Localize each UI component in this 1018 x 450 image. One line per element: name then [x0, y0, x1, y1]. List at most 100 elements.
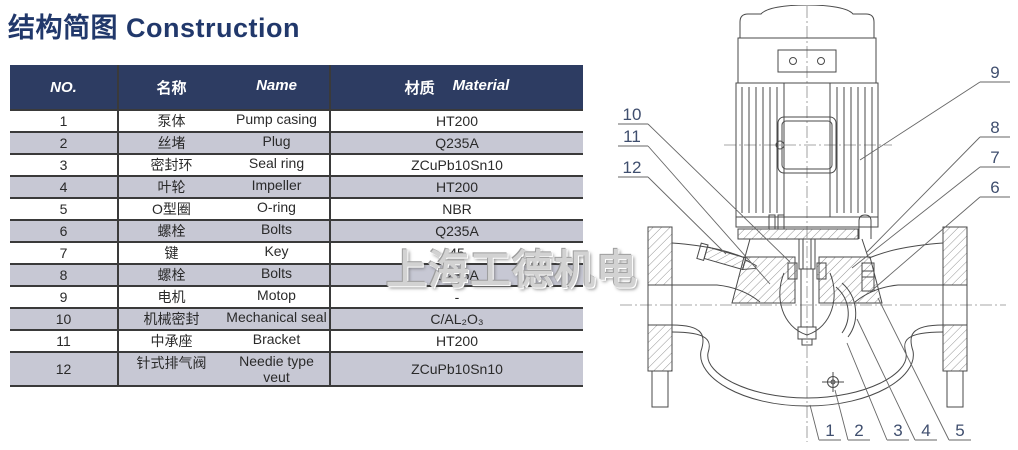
table-header-row: NO. 名称 Name 材质 Material — [10, 65, 583, 111]
callout-underlines — [618, 81, 1010, 441]
part-name-en: Key — [264, 243, 289, 259]
part-name-en: O-ring — [257, 199, 296, 215]
part-name: 叶轮 Impeller — [117, 175, 330, 199]
part-no: 11 — [10, 329, 118, 353]
part-name-cn: 螺栓 — [157, 223, 186, 239]
part-material: ZCuPb10Sn10 — [329, 153, 583, 177]
callout-7: 7 — [990, 148, 999, 167]
part-material: 45 — [329, 241, 583, 265]
table-row: 5 O型圈 O-ring NBR — [10, 197, 583, 221]
part-name: 电机 Motop — [117, 285, 330, 309]
motor-name-plate — [777, 49, 837, 73]
pump-diagram: 10 11 12 9 8 7 6 1 2 3 4 5 — [612, 4, 1014, 445]
part-name-cn: 泵体 — [157, 113, 186, 129]
part-name-en: Bolts — [260, 265, 293, 281]
bracket-right — [818, 256, 883, 304]
table-row: 8 螺栓 Bolts Q235A — [10, 263, 583, 287]
flange-foot-right — [946, 370, 964, 408]
part-material: C/AL₂O₃ — [329, 307, 583, 331]
part-name: 泵体 Pump casing — [117, 109, 330, 133]
part-no: 10 — [10, 307, 118, 331]
part-name-cn: O型圈 — [152, 201, 191, 217]
callout-8: 8 — [990, 118, 999, 137]
callout-numbers: 10 11 12 9 8 7 6 1 2 3 4 5 — [623, 63, 1000, 440]
part-no: 8 — [10, 263, 118, 287]
part-material: HT200 — [329, 109, 583, 133]
part-no: 9 — [10, 285, 118, 309]
part-material: Q235A — [329, 131, 583, 155]
part-name-en: Motop — [257, 287, 296, 303]
part-name-en: Bolts — [260, 221, 293, 237]
part-name: 机械密封 Mechanical seal — [117, 307, 330, 331]
mechanical-seal-left — [787, 262, 798, 280]
part-name: 螺栓 Bolts — [117, 219, 330, 243]
part-name-cn: 丝堵 — [157, 135, 186, 151]
header-name: 名称 Name — [117, 65, 330, 111]
part-name-cn: 机械密封 — [143, 311, 200, 327]
table-row: 10 机械密封 Mechanical seal C/AL₂O₃ — [10, 307, 583, 331]
junction-box — [777, 116, 837, 174]
part-name-en: Seal ring — [248, 155, 305, 171]
mounting-plate — [737, 228, 859, 240]
callout-1: 1 — [825, 421, 834, 440]
vent-pipe — [855, 214, 875, 239]
header-name-en: Name — [256, 76, 297, 94]
pump-casing — [647, 226, 968, 408]
part-no: 12 — [10, 351, 118, 387]
header-material: 材质 Material — [329, 65, 583, 111]
table-row: 9 电机 Motop - — [10, 285, 583, 309]
bracket-and-seal — [696, 214, 883, 304]
part-name-cn: 螺栓 — [157, 267, 186, 283]
callout-10: 10 — [623, 105, 642, 124]
pump-cross-section-drawing: 10 11 12 9 8 7 6 1 2 3 4 5 — [618, 4, 1010, 442]
motor — [735, 4, 879, 228]
part-name-en: Needie type veut — [239, 353, 314, 385]
part-material: NBR — [329, 197, 583, 221]
part-no: 5 — [10, 197, 118, 221]
part-material: HT200 — [329, 175, 583, 199]
impeller — [779, 272, 835, 336]
callout-5: 5 — [955, 421, 964, 440]
callout-3: 3 — [893, 421, 902, 440]
part-name-en: Bracket — [252, 331, 301, 347]
flange-foot-left — [651, 370, 669, 408]
part-name: O型圈 O-ring — [117, 197, 330, 221]
callout-4: 4 — [921, 421, 930, 440]
seal-ring — [835, 282, 857, 338]
part-no: 7 — [10, 241, 118, 265]
part-material: - — [329, 285, 583, 309]
part-name-en: Impeller — [251, 177, 302, 193]
part-name-en: Plug — [262, 133, 291, 149]
centerlines — [620, 6, 1006, 442]
page-title: 结构简图 Construction — [8, 13, 300, 43]
part-name-cn: 中承座 — [150, 333, 193, 349]
callout-12: 12 — [623, 158, 642, 177]
callout-11: 11 — [623, 127, 641, 146]
part-material: Q235A — [329, 263, 583, 287]
part-name: 丝堵 Plug — [117, 131, 330, 155]
part-material: HT200 — [329, 329, 583, 353]
motor-base — [735, 216, 879, 228]
part-name: 螺栓 Bolts — [117, 263, 330, 287]
part-name-cn: 电机 — [157, 289, 186, 305]
header-no-label: NO. — [50, 78, 77, 96]
header-name-cn: 名称 — [156, 79, 187, 97]
header-material-cn: 材质 — [404, 79, 435, 97]
part-name-en: Mechanical seal — [226, 309, 327, 325]
part-name: 中承座 Bracket — [117, 329, 330, 353]
part-material: Q235A — [329, 219, 583, 243]
part-name-en: Pump casing — [236, 111, 317, 127]
header-material-en: Material — [452, 76, 510, 94]
part-name-cn: 叶轮 — [157, 179, 186, 195]
header-no: NO. — [10, 65, 118, 111]
callout-6: 6 — [990, 178, 999, 197]
